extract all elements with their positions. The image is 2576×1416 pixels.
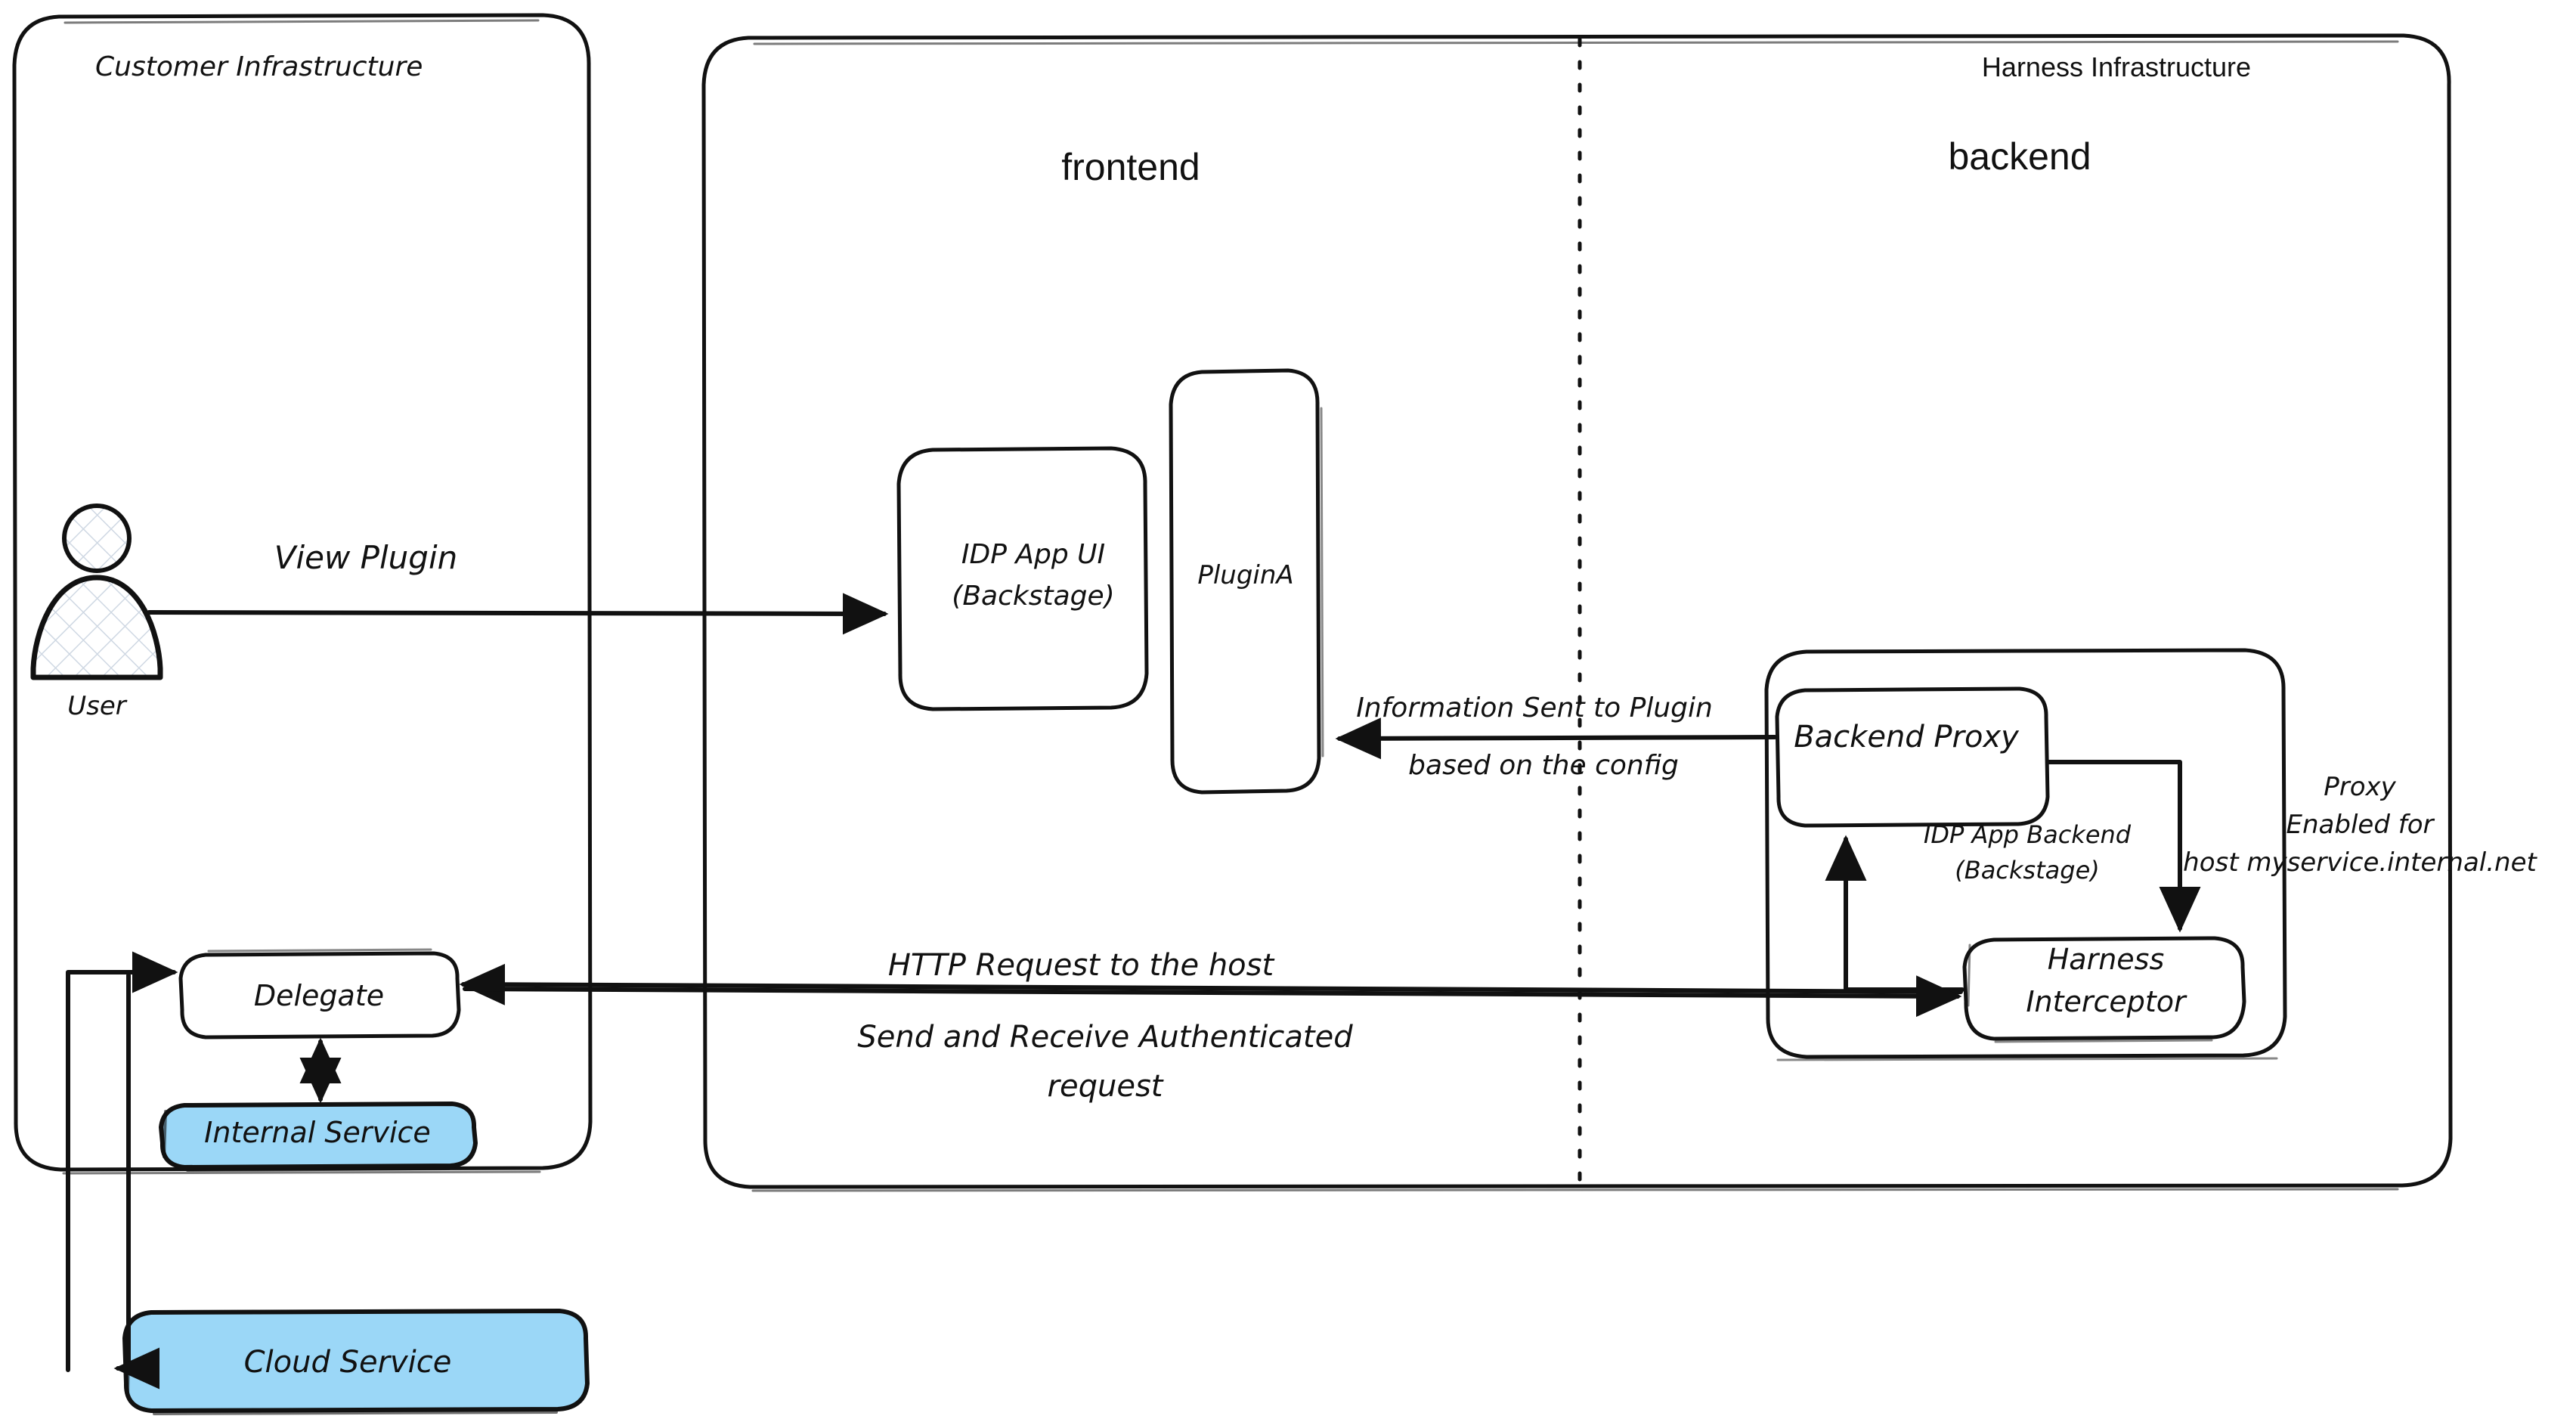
edge-information-sent [1335,717,1777,760]
edge-cloud-service-to-delegate [66,951,178,1372]
container-frontend-label: frontend [1061,146,1200,188]
node-backend-proxy[interactable] [1775,686,2050,828]
container-customer-infrastructure [12,13,593,1175]
node-plugin-a[interactable] [1169,368,1324,795]
edge-interceptor-to-proxy [1825,835,1965,992]
edge-proxy-enabled-label-line2: Enabled for [2287,810,2435,840]
node-idp-app-ui[interactable] [896,446,1149,711]
node-cloud-service-label: Cloud Service [244,1345,452,1380]
node-user-label: User [67,691,128,721]
edge-view-plugin-label: View Plugin [274,539,458,576]
edge-view-plugin [147,593,889,635]
node-idp-app-ui-label-line2: (Backstage) [952,581,1114,612]
container-harness-infrastructure-label: Harness Infrastructure [1982,51,2251,82]
edge-delegate-to-cloud-service [113,973,159,1390]
node-harness-interceptor-label-line1: Harness [2048,943,2165,976]
node-plugin-a-label: PluginA [1197,560,1293,590]
edge-authenticated-request-to-interceptor [463,975,1962,1018]
edge-proxy-enabled-label-line3: host myservice.internal.net [2183,847,2537,878]
user-actor-icon [30,504,163,680]
edge-proxy-enabled-label-line1: Proxy [2324,772,2396,802]
node-delegate[interactable] [178,948,461,1040]
edge-http-response-to-delegate [459,963,1963,1005]
node-internal-service[interactable] [159,1102,478,1172]
container-idp-app-backend-label-line1: IDP App Backend [1924,820,2132,849]
node-delegate-label: Delegate [254,979,384,1012]
container-idp-app-backend [1764,648,2287,1061]
edge-information-sent-label-line2: based on the config [1408,750,1679,781]
edge-http-request-label-line3: request [1048,1069,1164,1104]
node-harness-interceptor-label-line2: Interceptor [2026,985,2187,1018]
node-internal-service-label: Internal Service [204,1116,431,1149]
edge-information-sent-label-line1: Information Sent to Plugin [1356,693,1713,723]
edge-proxy-to-interceptor [2045,760,2201,933]
node-harness-interceptor[interactable] [1962,936,2246,1043]
node-backend-proxy-label: Backend Proxy [1794,720,2020,754]
node-idp-app-ui-label-line1: IDP App UI [961,539,1105,570]
node-cloud-service[interactable] [122,1309,590,1415]
container-backend-label: backend [1948,135,2091,178]
container-customer-infrastructure-label: Customer Infrastructure [95,51,423,82]
edge-http-request-label-line1: HTTP Request to the host [888,948,1275,983]
edge-http-request-label-line2: Send and Receive Authenticated [857,1020,1353,1055]
container-idp-app-backend-label-line2: (Backstage) [1955,856,2099,885]
